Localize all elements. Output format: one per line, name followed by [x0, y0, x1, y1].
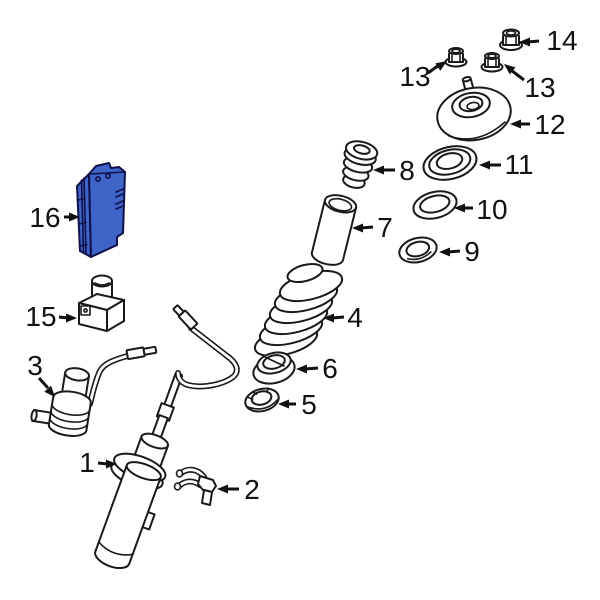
callout-5: 5: [278, 389, 317, 420]
callout-label-9[interactable]: 9: [464, 236, 480, 267]
callout-14: 14: [519, 25, 578, 56]
callout-2: 2: [217, 474, 260, 505]
part-16-control-module[interactable]: [76, 162, 126, 258]
callout-label-1[interactable]: 1: [79, 447, 95, 478]
callout-label-3[interactable]: 3: [27, 350, 43, 381]
part-6-spring-seat[interactable]: [250, 349, 297, 388]
callout-label-13b[interactable]: 13: [524, 72, 555, 103]
callout-label-10[interactable]: 10: [476, 194, 507, 225]
part-7-dust-boot[interactable]: [310, 192, 358, 268]
callout-label-5[interactable]: 5: [301, 389, 317, 420]
part-8-jounce-bumper[interactable]: [337, 138, 379, 191]
callout-label-7[interactable]: 7: [377, 212, 393, 243]
part-1-shock-absorber[interactable]: [79, 362, 203, 574]
part-2-clamp-bracket[interactable]: [173, 466, 217, 506]
callout-9: 9: [439, 236, 480, 267]
callout-12: 12: [510, 109, 566, 140]
part-12-strut-mount[interactable]: [433, 75, 515, 146]
part-1-sensor-cable: [172, 304, 240, 390]
callout-label-8[interactable]: 8: [399, 155, 415, 186]
part-3-actuator-cable: [87, 345, 158, 407]
callout-11: 11: [479, 149, 534, 180]
callout-label-13a[interactable]: 13: [399, 61, 430, 92]
part-13-flange-nut-right[interactable]: [480, 52, 504, 73]
callout-6: 6: [296, 353, 338, 384]
callout-8: 8: [373, 155, 415, 186]
part-11-strut-bearing[interactable]: [420, 141, 480, 185]
part-13-flange-nut-left[interactable]: [444, 47, 468, 68]
callout-10: 10: [454, 194, 508, 225]
part-4-coil-spring[interactable]: [252, 261, 346, 362]
callout-16: 16: [29, 202, 80, 233]
part-14-flange-nut[interactable]: [499, 28, 523, 51]
callout-13-left: 13: [399, 61, 447, 92]
callout-4: 4: [323, 302, 363, 333]
callout-label-15[interactable]: 15: [25, 301, 56, 332]
part-9-ring[interactable]: [397, 234, 440, 266]
callout-label-14[interactable]: 14: [546, 25, 577, 56]
part-5-spring-pad[interactable]: [243, 385, 281, 415]
callout-13-right: 13: [504, 64, 556, 103]
callout-7: 7: [352, 212, 393, 243]
callout-label-2[interactable]: 2: [244, 474, 260, 505]
part-15-bracket[interactable]: [78, 274, 125, 332]
callout-label-4[interactable]: 4: [347, 302, 363, 333]
callout-label-11[interactable]: 11: [504, 149, 533, 180]
callout-3: 3: [27, 350, 55, 397]
callout-label-12[interactable]: 12: [534, 109, 565, 140]
part-3-actuator[interactable]: [29, 362, 95, 438]
part-10-gasket-ring[interactable]: [411, 187, 460, 223]
callout-15: 15: [25, 301, 77, 332]
callout-1: 1: [79, 447, 117, 478]
callout-label-6[interactable]: 6: [322, 353, 338, 384]
callout-label-16[interactable]: 16: [29, 202, 60, 233]
